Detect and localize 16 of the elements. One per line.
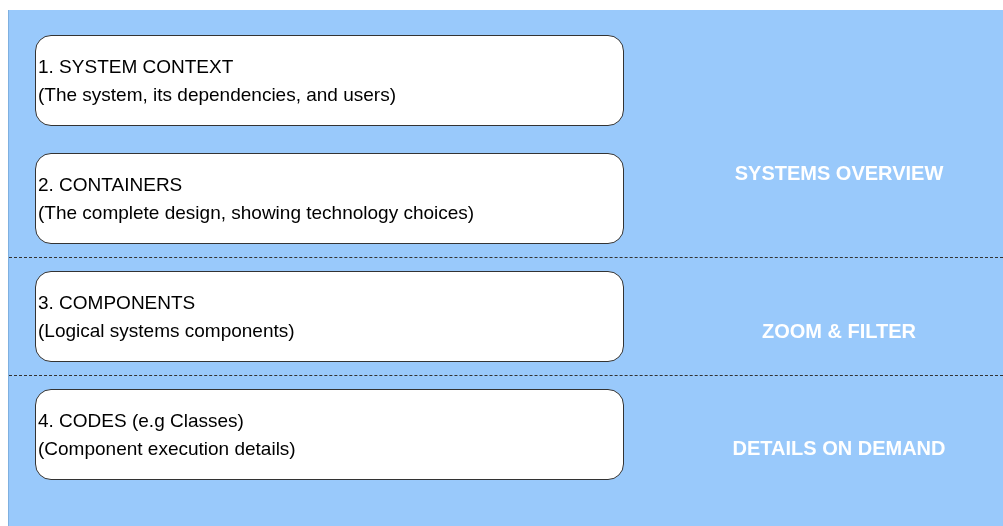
- level-box: [35, 389, 624, 480]
- level-title: 1. SYSTEM CONTEXT: [38, 54, 235, 79]
- level-box: [35, 153, 624, 244]
- section-label: DETAILS ON DEMAND: [731, 436, 947, 461]
- level-title: 2. CONTAINERS: [38, 172, 184, 197]
- level-title: 4. CODES (e.g Classes): [38, 408, 245, 433]
- level-description: (The system, its dependencies, and users): [38, 82, 397, 107]
- level-box: [35, 35, 624, 126]
- level-description: (Logical systems components): [38, 318, 296, 343]
- section-label: SYSTEMS OVERVIEW: [733, 161, 945, 186]
- level-description: (The complete design, showing technology choices): [38, 200, 476, 225]
- level-box: [35, 271, 624, 362]
- level-description: (Component execution details): [38, 436, 297, 461]
- level-title: 3. COMPONENTS: [38, 290, 197, 315]
- background-panel: [8, 10, 1003, 526]
- section-label: ZOOM & FILTER: [760, 319, 918, 344]
